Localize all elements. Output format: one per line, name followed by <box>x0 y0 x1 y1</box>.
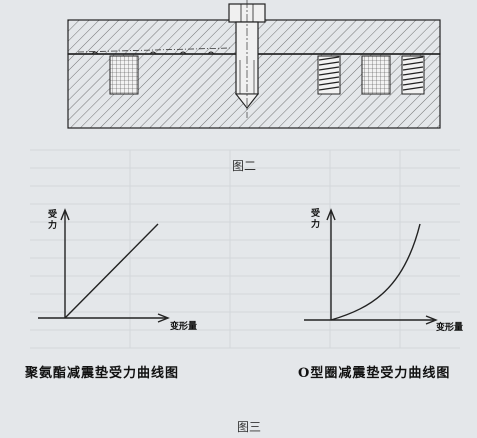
left-graph-title: 聚氨酯减震垫受力曲线图 <box>25 366 180 381</box>
graph-o-ring <box>304 208 438 325</box>
graph-polyurethane <box>38 208 170 323</box>
polyurethane-pad-left <box>109 55 139 95</box>
right-x-label: 变形量 <box>436 323 464 333</box>
right-y-label: 受 力 <box>311 209 321 230</box>
spring-right <box>401 55 425 95</box>
seal-grooves <box>91 51 215 55</box>
spring-left <box>317 55 341 95</box>
left-y-label: 受 力 <box>48 210 58 231</box>
figure-2-caption: 图二 <box>232 159 257 173</box>
figure-3-caption: 图三 <box>237 420 262 434</box>
right-graph-title: O型圈减震垫受力曲线图 <box>298 366 451 381</box>
left-x-label: 变形量 <box>170 322 198 332</box>
linear-force-curve <box>64 223 159 319</box>
polyurethane-pad-right <box>361 55 391 95</box>
cross-section-drawing <box>67 0 441 129</box>
progressive-force-curve <box>330 223 421 321</box>
